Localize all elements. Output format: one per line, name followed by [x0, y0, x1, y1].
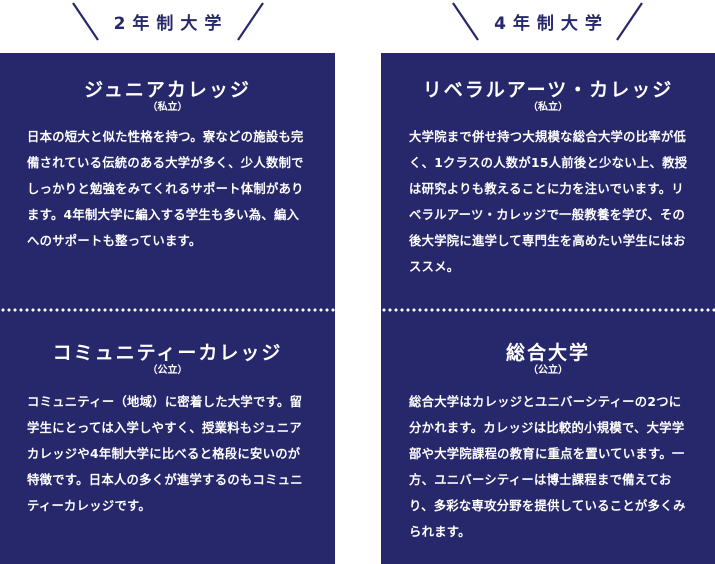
section-body: 大学院まで併せ持つ大規模な総合大学の比率が低く、1クラスの人数が15人前後と少な…	[409, 130, 688, 274]
info-panel: リベラルアーツ・カレッジ （私立） 大学院まで併せ持つ大規模な総合大学の比率が低…	[381, 53, 715, 564]
section-subtitle: （私立）	[528, 102, 568, 113]
section-title: コミュニティーカレッジ	[52, 342, 283, 364]
section-liberal-arts-college: リベラルアーツ・カレッジ （私立） 大学院まで併せ持つ大規模な総合大学の比率が低…	[381, 53, 715, 309]
section-body: 総合大学はカレッジとユニバーシティーの2つに分かれます。カレッジは比較的小規模で…	[409, 395, 686, 539]
section-community-college: コミュニティーカレッジ （公立） コミュニティー（地域）に密着した大学です。留学…	[0, 311, 335, 564]
section-subtitle: （公立）	[528, 365, 568, 376]
section-body: 日本の短大と似た性格を持つ。寮などの施設も完備されている伝統のある大学が多く、少…	[27, 130, 304, 248]
dotted-divider	[0, 308, 335, 312]
dotted-divider	[381, 308, 715, 312]
column-title: 4年制大学	[494, 14, 609, 34]
section-title: 総合大学	[505, 342, 590, 364]
section-title: リベラルアーツ・カレッジ	[422, 79, 674, 101]
info-panel: ジュニアカレッジ （私立） 日本の短大と似た性格を持つ。寮などの施設も完備されて…	[0, 53, 335, 564]
column-title: 2年制大学	[113, 14, 229, 34]
section-title: ジュニアカレッジ	[84, 79, 251, 101]
section-junior-college: ジュニアカレッジ （私立） 日本の短大と似た性格を持つ。寮などの施設も完備されて…	[0, 53, 335, 309]
section-subtitle: （公立）	[147, 365, 188, 376]
slash-decoration-icon	[452, 2, 643, 41]
section-subtitle: （私立）	[147, 102, 188, 113]
column-header: 4年制大学	[381, 0, 715, 53]
slash-decoration-icon	[72, 2, 264, 41]
section-body: コミュニティー（地域）に密着した大学です。留学生にとっては入学しやすく、授業料も…	[27, 395, 303, 513]
two-year-column: 2年制大学 ジュニアカレッジ （私立） 日本の短大と似た性格を持つ。寮などの施設…	[0, 0, 335, 564]
section-university: 総合大学 （公立） 総合大学はカレッジとユニバーシティーの2つに分かれます。カレ…	[381, 311, 715, 564]
column-header: 2年制大学	[0, 0, 335, 53]
four-year-column: 4年制大学 リベラルアーツ・カレッジ （私立） 大学院まで併せ持つ大規模な総合大…	[381, 0, 715, 564]
